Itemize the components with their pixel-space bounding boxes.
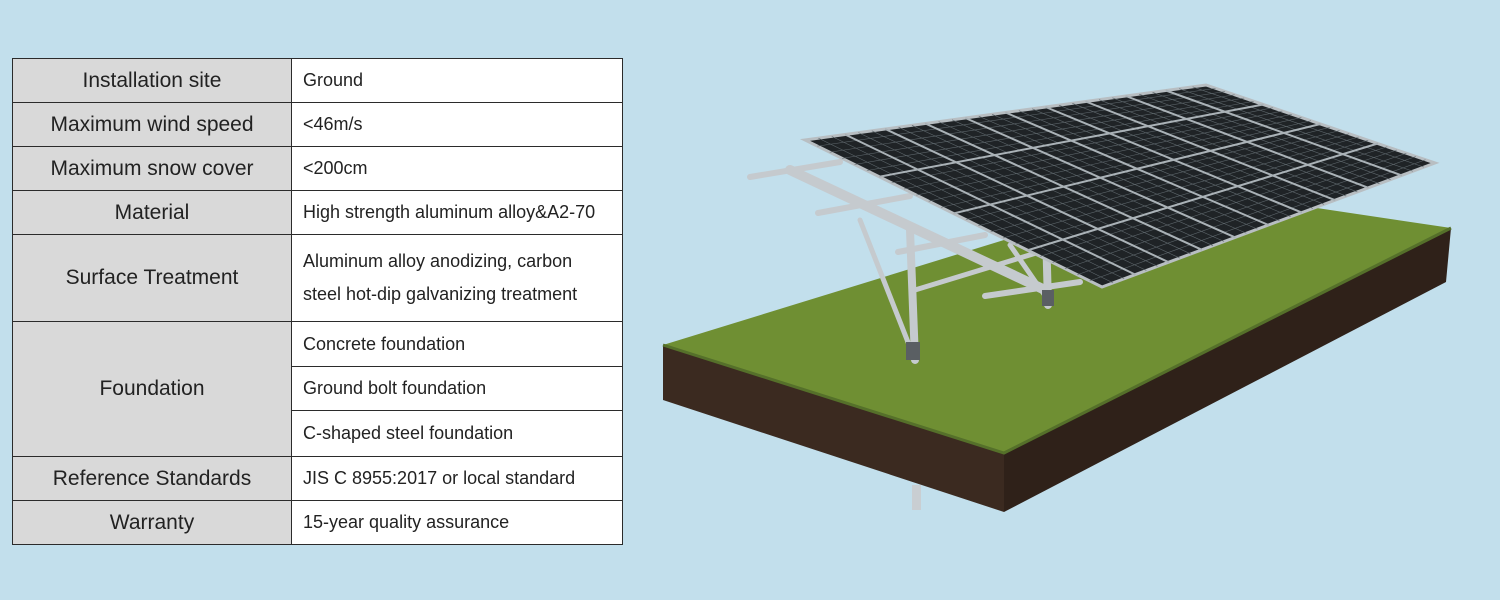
ground-block bbox=[662, 187, 1452, 512]
spec-key: Maximum snow cover bbox=[12, 146, 292, 191]
spec-value: <200cm bbox=[291, 146, 623, 191]
soil-front bbox=[663, 345, 1004, 512]
spec-value: <46m/s bbox=[291, 102, 623, 147]
spec-row-warranty: Warranty 15-year quality assurance bbox=[12, 500, 623, 545]
spec-row-material: Material High strength aluminum alloy&A2… bbox=[12, 190, 623, 235]
spec-key: Installation site bbox=[12, 58, 292, 103]
spec-value: Ground bolt foundation bbox=[291, 366, 623, 411]
spec-value-line: steel hot-dip galvanizing treatment bbox=[303, 284, 578, 304]
spec-key: Surface Treatment bbox=[12, 234, 292, 322]
spec-value: Ground bbox=[291, 58, 623, 103]
spec-value-line: Aluminum alloy anodizing, carbon bbox=[303, 251, 573, 271]
grass-edge bbox=[662, 226, 1452, 455]
spec-key: Reference Standards bbox=[12, 456, 292, 501]
soil-side bbox=[1004, 228, 1451, 512]
spec-value: Aluminum alloy anodizing, carbon steel h… bbox=[291, 234, 623, 322]
spec-value: High strength aluminum alloy&A2-70 bbox=[291, 190, 623, 235]
spec-key: Foundation bbox=[12, 321, 292, 457]
spec-row-reference-standards: Reference Standards JIS C 8955:2017 or l… bbox=[12, 456, 623, 501]
spec-row-foundation-3: C-shaped steel foundation bbox=[13, 410, 623, 457]
spec-key: Maximum wind speed bbox=[12, 102, 292, 147]
spec-value: Concrete foundation bbox=[291, 321, 623, 367]
spec-value: C-shaped steel foundation bbox=[291, 410, 623, 457]
foundation-post bbox=[912, 485, 921, 510]
spec-key: Material bbox=[12, 190, 292, 235]
specification-table: Installation site Ground Maximum wind sp… bbox=[12, 58, 623, 545]
panel-grid bbox=[817, 86, 1426, 284]
spec-row-max-wind-speed: Maximum wind speed <46m/s bbox=[12, 102, 623, 147]
spec-row-foundation: Foundation Concrete foundation bbox=[12, 321, 623, 457]
spec-row-surface-treatment: Surface Treatment Aluminum alloy anodizi… bbox=[12, 234, 623, 322]
spec-row-max-snow-cover: Maximum snow cover <200cm bbox=[12, 146, 623, 191]
spec-key: Warranty bbox=[12, 500, 292, 545]
spec-value: 15-year quality assurance bbox=[291, 500, 623, 545]
solar-array-illustration bbox=[662, 83, 1452, 512]
spec-value: JIS C 8955:2017 or local standard bbox=[291, 456, 623, 501]
spec-row-foundation-2: Ground bolt foundation bbox=[13, 366, 623, 411]
solar-panel bbox=[799, 83, 1440, 289]
grass-top bbox=[663, 187, 1451, 453]
spec-row-installation-site: Installation site Ground bbox=[12, 58, 623, 103]
